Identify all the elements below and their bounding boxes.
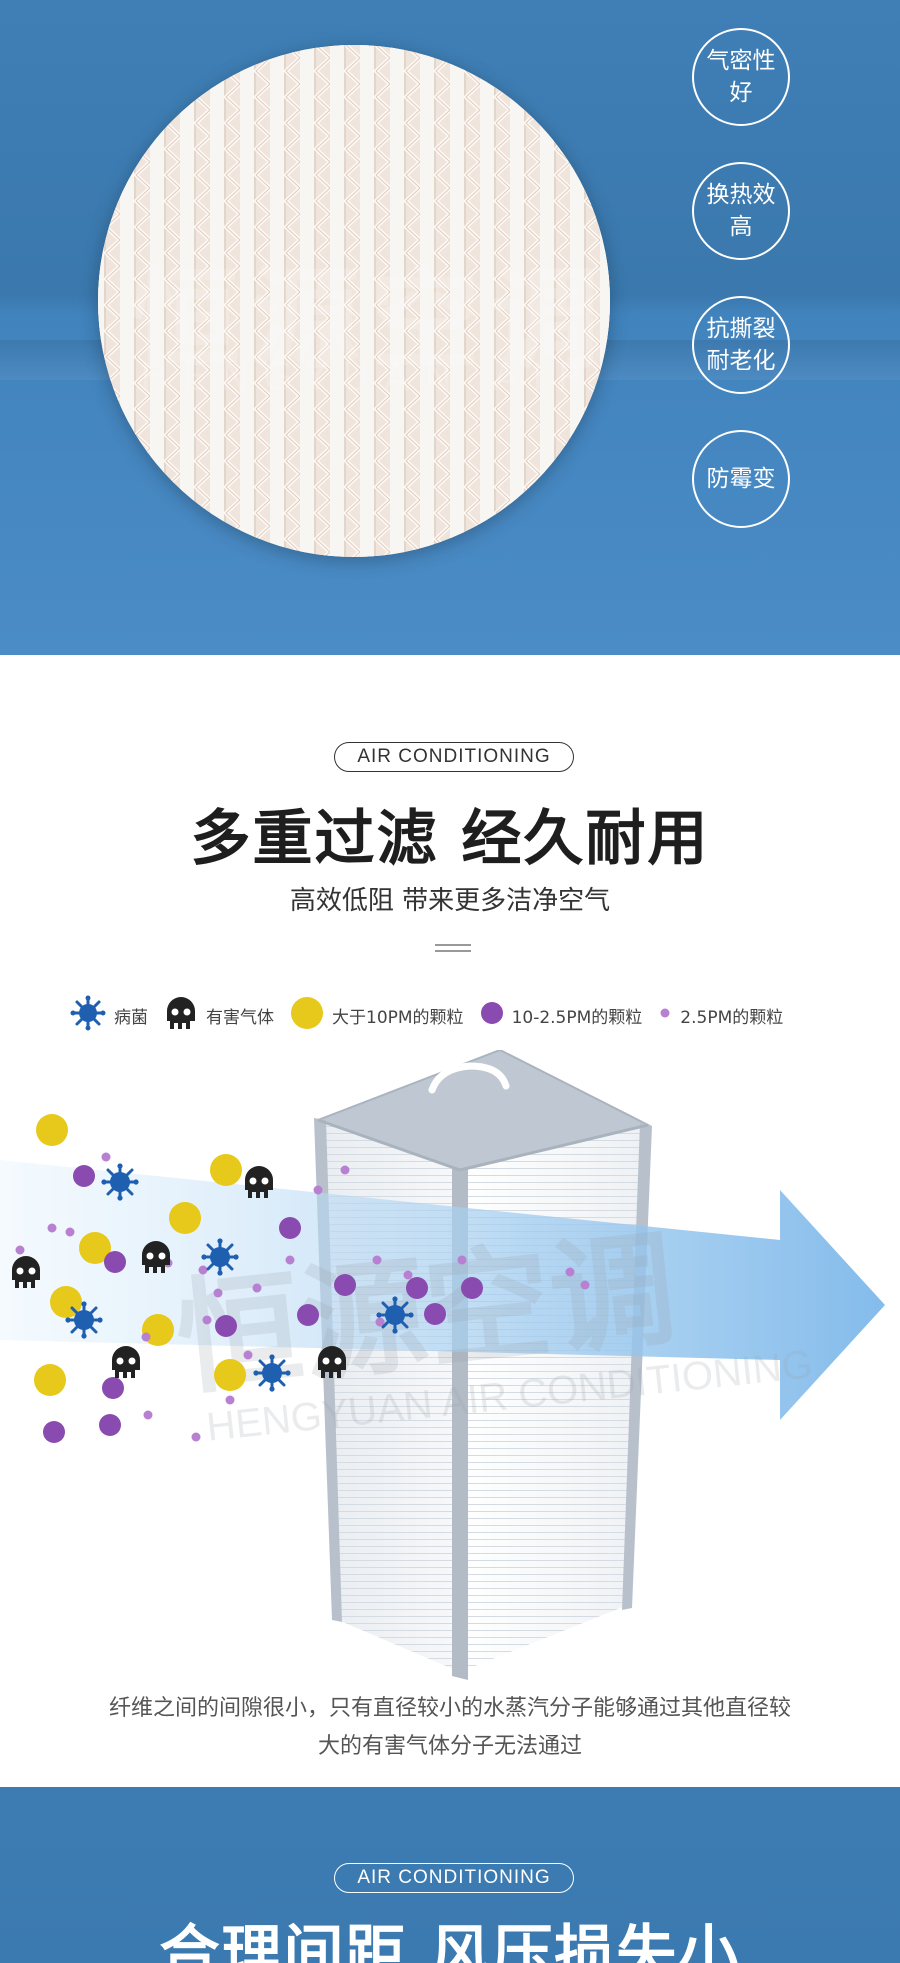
section-tag: AIR CONDITIONING [334,1863,574,1893]
airflow-arrow [0,1160,885,1420]
feature-label: 换热效高 [706,182,776,240]
small-particle [213,1288,223,1298]
medium-particle [73,1165,95,1187]
medium-particle [279,1217,301,1239]
small-particle [375,1317,385,1327]
large-particle [34,1364,66,1396]
legend-label: 2.5PM的颗粒 [680,1007,784,1028]
small-purple-dot-icon [658,1005,672,1025]
small-particle [340,1165,350,1175]
small-particle [198,1265,208,1275]
small-particle [372,1255,382,1265]
legend-label: 10-2.5PM的颗粒 [511,1007,643,1028]
medium-particle [215,1315,237,1337]
feature-badge-airtight: 气密性好 [692,28,790,126]
legend-item-medium-particle: 10-2.5PM的颗粒 [480,1001,643,1030]
medium-particle [102,1377,124,1399]
small-particle [101,1152,111,1162]
bacteria-particle [201,1238,239,1276]
yellow-dot-icon [290,996,324,1035]
small-particle [252,1283,262,1293]
bacteria-particle [376,1296,414,1334]
small-particle [47,1223,57,1233]
legend-item-large-particle: 大于10PM的颗粒 [290,996,464,1035]
small-particle [565,1267,575,1277]
medium-particle [334,1274,356,1296]
bacteria-particle [253,1354,291,1392]
legend-item-gas: 有害气体 [164,995,274,1036]
medium-particle [297,1304,319,1326]
large-particle [36,1114,68,1146]
feature-badge-heat-exchange: 换热效高 [692,162,790,260]
particle-legend: 病菌 有害气体 大于10PM的颗粒 10-2.5PM的颗粒 [70,990,850,1040]
small-particle [403,1270,413,1280]
small-particle [285,1255,295,1265]
section-tag: AIR CONDITIONING [334,742,574,772]
diagram-caption: 纤维之间的间隙很小，只有直径较小的水蒸汽分子能够通过其他直径较 大的有害气体分子… [40,1690,860,1766]
bacteria-particle [101,1163,139,1201]
feature-badge-mildew-proof: 防霉变 [692,430,790,528]
legend-label: 病菌 [114,1007,148,1028]
gas-particle [318,1346,346,1378]
divider [435,944,471,956]
legend-item-small-particle: 2.5PM的颗粒 [658,1003,783,1028]
small-particle [313,1185,323,1195]
purple-dot-icon [480,1001,504,1030]
gas-particle [142,1241,170,1273]
medium-particle [424,1303,446,1325]
feature-list: 气密性好 换热效高 抗撕裂耐老化 防霉变 [692,28,792,564]
section-subtitle: 高效低阻 带来更多洁净空气 [289,886,611,916]
medium-particle [43,1421,65,1443]
small-particle [143,1410,153,1420]
hero-section: 恒源空调 HENGYUAN AIR 气密性好 换热效高 抗撕裂耐老化 防霉变 [0,0,900,655]
small-particle [457,1255,467,1265]
bacteria-icon [70,995,106,1036]
legend-item-bacteria: 病菌 [70,995,148,1036]
filtration-diagram: 恒源空调 HENGYUAN AIR CONDITIONING [0,1048,900,1690]
small-particle [580,1280,590,1290]
small-particle [225,1395,235,1405]
feature-label: 防霉变 [706,466,776,492]
small-particle [15,1245,25,1255]
large-particle [79,1232,111,1264]
large-particle [169,1202,201,1234]
section-title: 多重过滤 经久耐用 [190,804,710,874]
hero-watermark: 恒源空调 [130,256,610,384]
legend-label: 有害气体 [206,1007,274,1028]
feature-badge-tear-resistant: 抗撕裂耐老化 [692,296,790,394]
feature-label: 抗撕裂耐老化 [706,316,776,374]
bacteria-particle [65,1301,103,1339]
medium-particle [406,1277,428,1299]
legend-label: 大于10PM的颗粒 [332,1007,464,1028]
large-particle [214,1359,246,1391]
small-particle [202,1315,212,1325]
small-particle [65,1227,75,1237]
feature-label: 气密性好 [706,48,776,106]
skull-gas-icon [164,995,198,1036]
caption-line-2: 大的有害气体分子无法通过 [317,1734,582,1759]
gas-particle [245,1166,273,1198]
caption-line-1: 纤维之间的间隙很小，只有直径较小的水蒸汽分子能够通过其他直径较 [108,1696,791,1721]
gas-particle [112,1346,140,1378]
hero-watermark-sub: HENGYUAN AIR [140,355,598,399]
medium-particle [461,1277,483,1299]
small-particle [243,1350,253,1360]
section-title: 合理间距 风压损失小 [159,1919,741,1963]
small-particle [141,1332,151,1342]
spacing-section: AIR CONDITIONING 合理间距 风压损失小 [0,1787,900,1963]
gas-particle [12,1256,40,1288]
small-particle [191,1432,201,1442]
medium-particle [99,1414,121,1436]
medium-particle [104,1251,126,1273]
large-particle [210,1154,242,1186]
